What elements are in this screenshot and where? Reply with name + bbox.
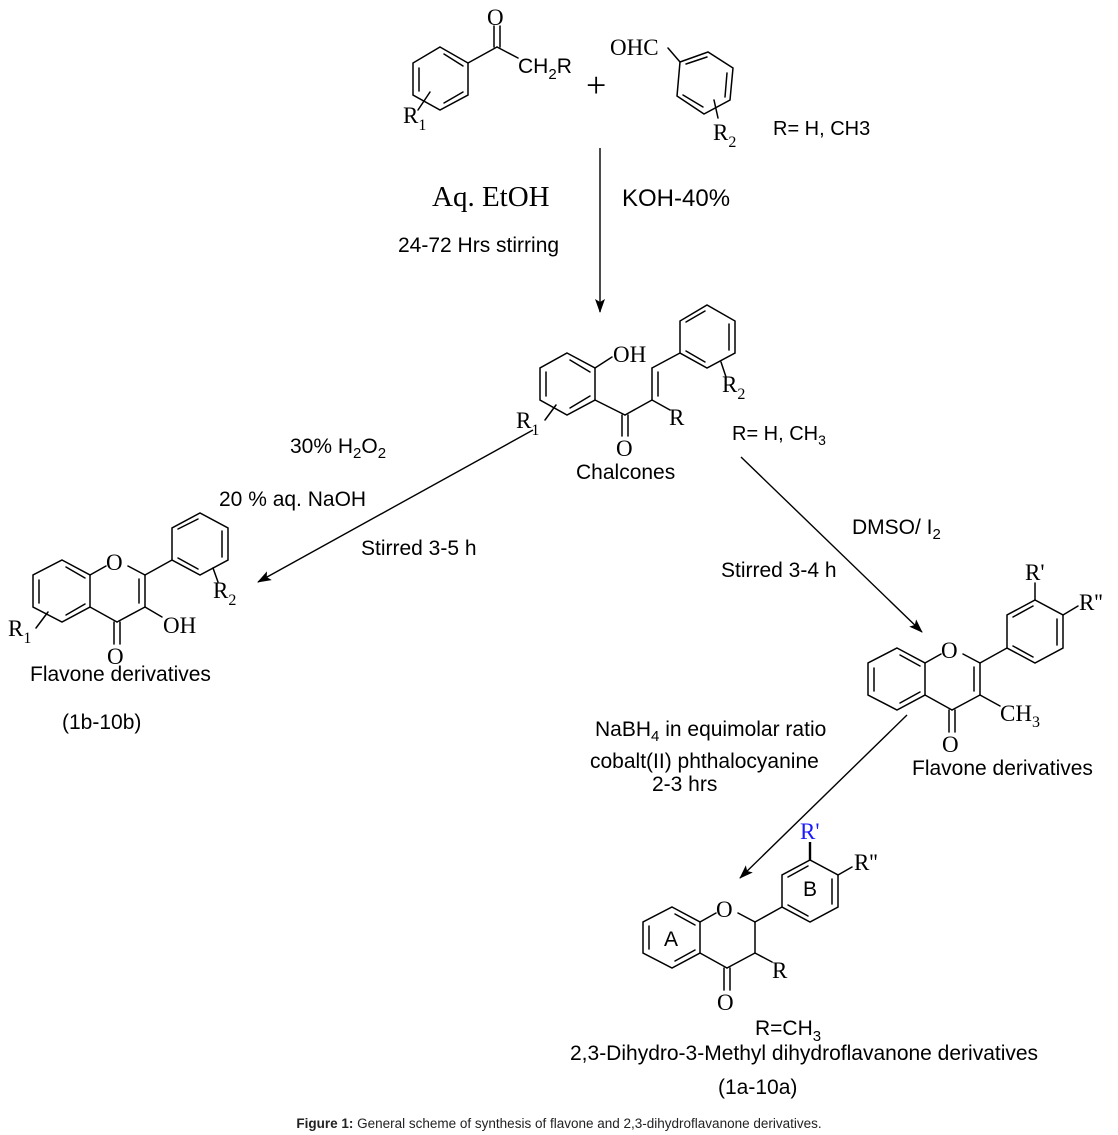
time-label: 24-72 Hrs stirring [398,234,559,257]
chalcone-name: Chalcones [576,461,675,484]
figure-caption: Figure 1: General scheme of synthesis of… [0,1116,1118,1131]
r-substituent: R [772,958,788,983]
r-substituent: R [669,405,685,430]
caption-text: General scheme of synthesis of flavone a… [353,1116,822,1131]
reaction-arrow-reduction [739,714,908,879]
reagent-nabh4: NaBH4 in equimolar ratio [595,718,826,745]
benzene-ring [676,51,734,115]
benzene-ring [32,559,91,623]
reaction-arrow-left [257,429,534,583]
time-right: Stirred 3-4 h [721,559,837,582]
flavonol-code: (1b-10b) [62,711,141,734]
reagent-naoh: 20 % aq. NaOH [219,488,366,511]
flavanone-name: 2,3-Dihydro-3-Methyl dihydroflavanone de… [570,1042,1038,1065]
r-prime-substituent: R' [1025,560,1045,585]
carbonyl-oxygen: O [942,732,959,757]
benzene-ring [867,647,926,711]
benzene-ring [679,304,736,369]
reagent-h2o2: 30% H2O2 [290,435,386,462]
benzene-ring [539,352,596,416]
flavanone-r-definition: R=CH3 [755,1017,821,1045]
hydroxyl-group: OH [163,613,196,638]
flavonol-structure: O O OH R1 R2 Flavone derivatives (1b-10b… [8,512,236,734]
carbonyl-oxygen: O [107,644,124,669]
ring-a-label: A [664,928,678,951]
r1-substituent: R1 [403,103,426,134]
benzene-ring [412,46,469,111]
r-prime-substituent: R' [800,819,820,844]
r2-substituent: R2 [722,372,745,403]
chalcone-r-definition: R= H, CH3 [732,423,826,448]
r2-substituent: R2 [713,120,736,151]
methylflavone-name: Flavone derivatives [912,757,1093,780]
reagent-dmso-iodine: DMSO/ I2 [852,516,941,543]
r-definition: R= H, CH3 [773,118,870,140]
r-double-prime-substituent: R'' [854,850,878,875]
ring-oxygen: O [716,897,733,922]
ring-b-label: B [803,878,817,901]
benzaldehyde-reactant: OHC R2 [610,35,736,151]
aldehyde-group: OHC [610,35,659,60]
flavonol-name: Flavone derivatives [30,663,211,686]
benzene-ring [1006,599,1064,664]
r-double-prime-substituent: R'' [1079,590,1103,615]
methyl-group: CH3 [1000,701,1040,731]
ring-oxygen: O [941,638,958,663]
chalcone-structure: OH O R R1 R2 Chalcones [516,304,745,484]
r2-substituent: R2 [213,578,236,609]
flavanone-code: (1a-10a) [718,1076,797,1099]
time-reduction: 2-3 hrs [652,773,717,796]
base-label: KOH-40% [622,185,730,212]
bond [467,46,498,64]
time-left: Stirred 3-5 h [361,537,477,560]
catalyst-label: cobalt(II) phthalocyanine [590,750,819,773]
reaction-arrow-right [740,456,923,633]
r1-substituent: R1 [8,616,31,647]
ch2r-group: CH2R [518,55,572,83]
carbonyl-oxygen: O [717,990,734,1015]
flavanone-structure: A B O O R R' R'' R=CH3 2,3-Dihydro-3-Met… [570,819,1038,1099]
r1-substituent: R1 [516,408,539,439]
caption-label: Figure 1: [296,1116,354,1131]
ring-oxygen: O [106,550,123,575]
benzene-ring [171,512,229,576]
carbonyl-oxygen: O [616,436,633,461]
methylflavone-structure: O O CH3 R' R'' Flavone derivatives [867,560,1103,780]
hydroxyl-group: OH [613,342,646,367]
solvent-label: Aq. EtOH [432,181,550,213]
carbonyl-oxygen: O [487,5,504,30]
acetophenone-reactant: O CH2R R1 [403,5,572,134]
reaction-scheme: O CH2R R1 + OHC R2 R= H, CH3 Aq. EtOH KO… [8,5,1103,1099]
plus-sign: + [586,65,606,105]
